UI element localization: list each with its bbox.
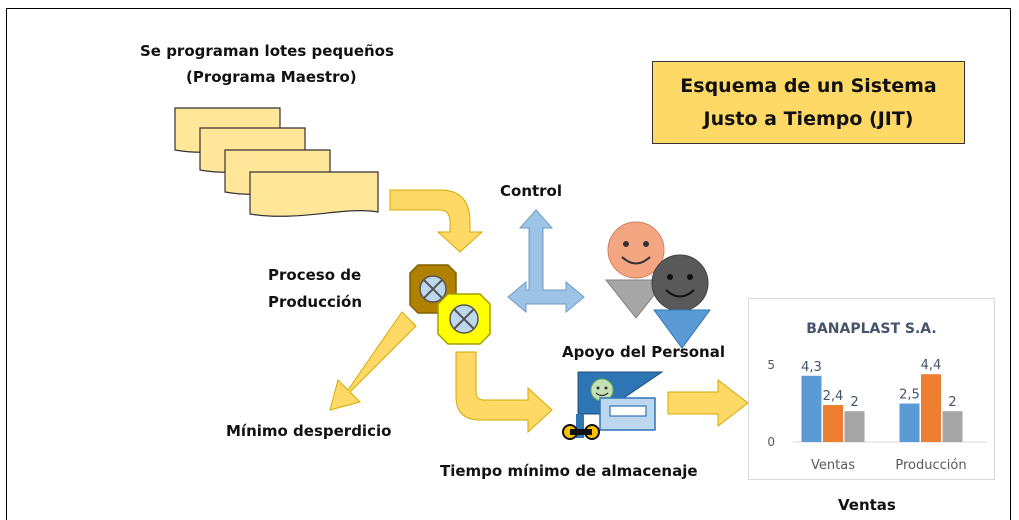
bar-producción-s3 bbox=[942, 411, 963, 442]
label-minimo-desperdicio: Mínimo desperdicio bbox=[226, 422, 392, 440]
staff-smiley-orange-icon bbox=[604, 221, 668, 319]
bar-data-label: 4,3 bbox=[801, 360, 822, 375]
staff-smiley-gray-icon bbox=[651, 254, 711, 349]
bar-data-label: 2,5 bbox=[899, 388, 920, 403]
document-stack-icon bbox=[174, 107, 379, 217]
chart-title: BANAPLAST S.A. bbox=[806, 321, 937, 337]
document-sheet-4 bbox=[249, 171, 379, 217]
storage-icon bbox=[562, 371, 664, 440]
label-control: Control bbox=[500, 182, 563, 200]
label-ventas-caption: Ventas bbox=[838, 496, 896, 514]
label-tiempo-almacenaje: Tiempo mínimo de almacenaje bbox=[440, 462, 698, 480]
bar-ventas-s2 bbox=[823, 405, 843, 442]
bar-data-label: 2,4 bbox=[823, 389, 844, 404]
flow-arrow-down bbox=[389, 189, 484, 253]
bar-producción-s2 bbox=[921, 374, 941, 442]
label-apoyo-personal: Apoyo del Personal bbox=[562, 343, 725, 361]
bar-data-label: 2 bbox=[948, 395, 956, 410]
diagram-title-line2: Justo a Tiempo (JIT) bbox=[703, 107, 914, 130]
bar-producción-s1 bbox=[899, 403, 920, 442]
control-arrows bbox=[507, 209, 585, 314]
diagram-title-box: Esquema de un Sistema Justo a Tiempo (JI… bbox=[652, 61, 965, 144]
flow-arrow-chart bbox=[667, 378, 749, 428]
x-category-label: Producción bbox=[895, 458, 966, 473]
label-proceso-line2: Producción bbox=[268, 293, 363, 311]
y-tick-label: 0 bbox=[767, 435, 775, 449]
flow-arrow-waste bbox=[329, 311, 417, 411]
x-category-label: Ventas bbox=[811, 458, 855, 473]
flow-arrow-storage bbox=[455, 351, 553, 434]
bar-ventas-s3 bbox=[844, 411, 865, 442]
y-tick-label: 5 bbox=[767, 358, 775, 372]
label-programa-line1: Se programan lotes pequeños bbox=[140, 42, 394, 60]
bar-ventas-s1 bbox=[801, 375, 822, 442]
bar-data-label: 2 bbox=[850, 395, 858, 410]
diagram-title-line1: Esquema de un Sistema bbox=[680, 74, 937, 97]
label-programa-line2: (Programa Maestro) bbox=[186, 68, 357, 86]
bar-data-label: 4,4 bbox=[921, 358, 942, 373]
label-proceso-line1: Proceso de bbox=[268, 266, 362, 284]
diagram-frame bbox=[6, 8, 1011, 520]
production-process-icon bbox=[409, 264, 491, 345]
